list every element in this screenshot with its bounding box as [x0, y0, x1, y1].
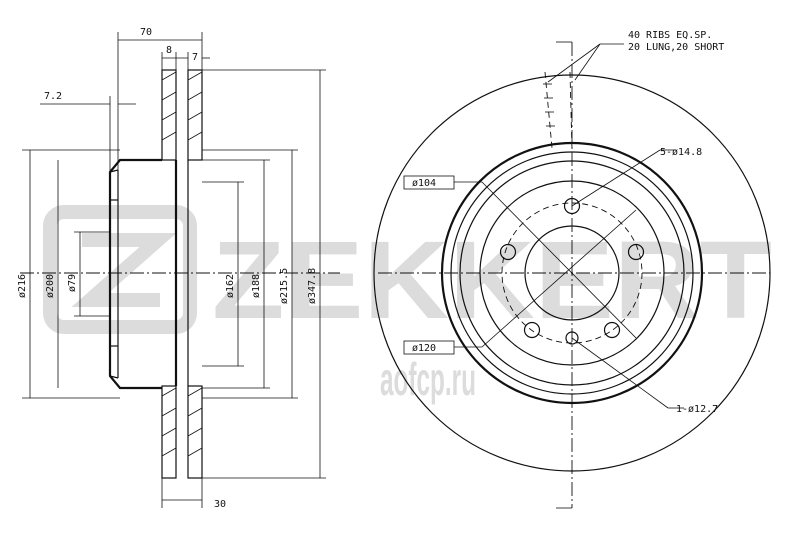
bolt-holes-label: 5-ø14.8 — [660, 147, 702, 158]
dim-plate: 7 — [192, 52, 198, 63]
dim-overall-width: 70 — [140, 27, 152, 38]
dim-d188: ø188 — [251, 274, 262, 298]
dim-offset: 7.2 — [44, 91, 62, 102]
dim-d216: ø216 — [17, 274, 28, 298]
bolt-hole — [627, 243, 645, 261]
watermark-web: aofcp.ru — [380, 353, 476, 405]
bore-label: ø120 — [412, 343, 436, 354]
diameter-dimensions — [22, 69, 326, 479]
pin-hole-label: 1-ø12.7 — [676, 404, 718, 415]
ribs-note-line2: 20 LUNG,20 SHORT — [628, 42, 724, 53]
pin-hole — [565, 331, 579, 345]
side-section-view: 70 8 7 7.2 30 ø216 ø200 ø79 ø162 ø188 ø2… — [17, 27, 340, 510]
bolt-hole — [603, 321, 621, 339]
front-view: 40 RIBS EQ.SP. 20 LUNG,20 SHORT 5-ø14.8 … — [373, 30, 771, 509]
bolt-hole — [523, 321, 541, 339]
bolt-holes — [499, 197, 645, 339]
friction-ring-top — [161, 69, 203, 161]
center-bore — [524, 225, 620, 321]
ribs-note-line1: 40 RIBS EQ.SP. — [628, 30, 712, 41]
dim-hub-flange: 8 — [166, 45, 172, 56]
width-dimensions — [40, 32, 210, 508]
dim-thickness: 30 — [214, 499, 226, 510]
dim-d200: ø200 — [45, 274, 56, 298]
vent-ribs — [543, 71, 573, 151]
bolt-hole — [499, 243, 517, 261]
friction-ring-bottom — [161, 385, 203, 479]
bolt-hole — [563, 197, 581, 215]
disc-outer-edge — [373, 74, 771, 472]
dim-d215-5: ø215.5 — [279, 268, 290, 304]
zekkert-logo-icon — [43, 205, 197, 334]
dim-d347-8: ø347.8 — [307, 268, 318, 304]
leader-lines — [454, 43, 684, 409]
bolt-circle — [501, 202, 643, 344]
watermark: ZEKKERT aofcp.ru — [43, 205, 772, 405]
dim-d79: ø79 — [67, 274, 78, 292]
dim-d162: ø162 — [225, 274, 236, 298]
pcd-label: ø104 — [412, 178, 436, 189]
